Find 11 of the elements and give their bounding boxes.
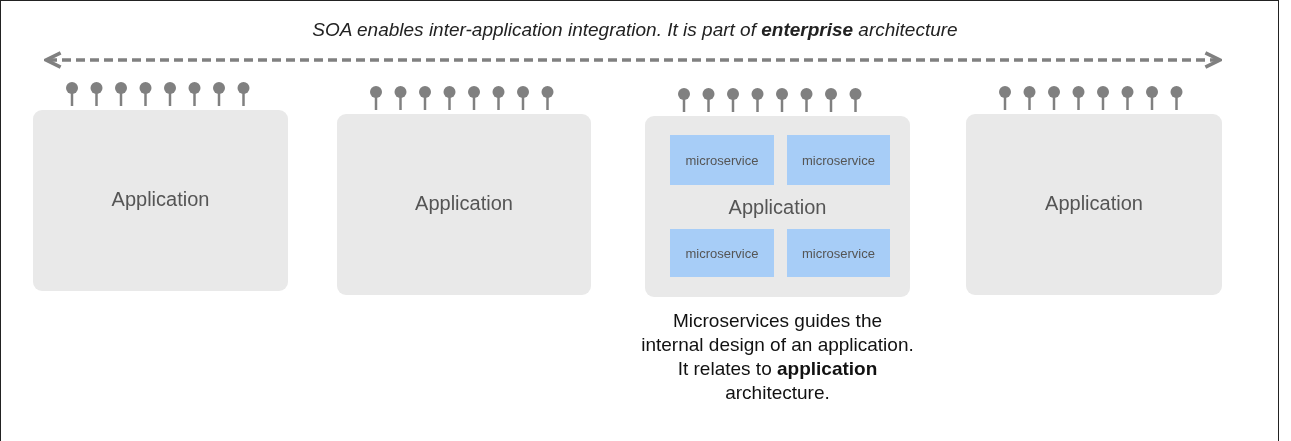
- microservice-box: microservice: [670, 229, 774, 277]
- heading-text: SOA enables inter-application integration. It is part of enterprise architecture: [311, 19, 959, 41]
- application-label: Application: [1044, 192, 1144, 215]
- microservice-box: microservice: [787, 135, 890, 185]
- microservice-box: microservice: [670, 135, 774, 185]
- microservice-box: microservice: [787, 229, 890, 277]
- caption-text: Microservices guides the internal design of an application. It relates to application architecture.: [640, 309, 915, 405]
- application-label: Application: [414, 192, 514, 215]
- application-box: [645, 116, 910, 297]
- application-label: Application: [110, 188, 211, 211]
- application-label: Application: [727, 196, 828, 219]
